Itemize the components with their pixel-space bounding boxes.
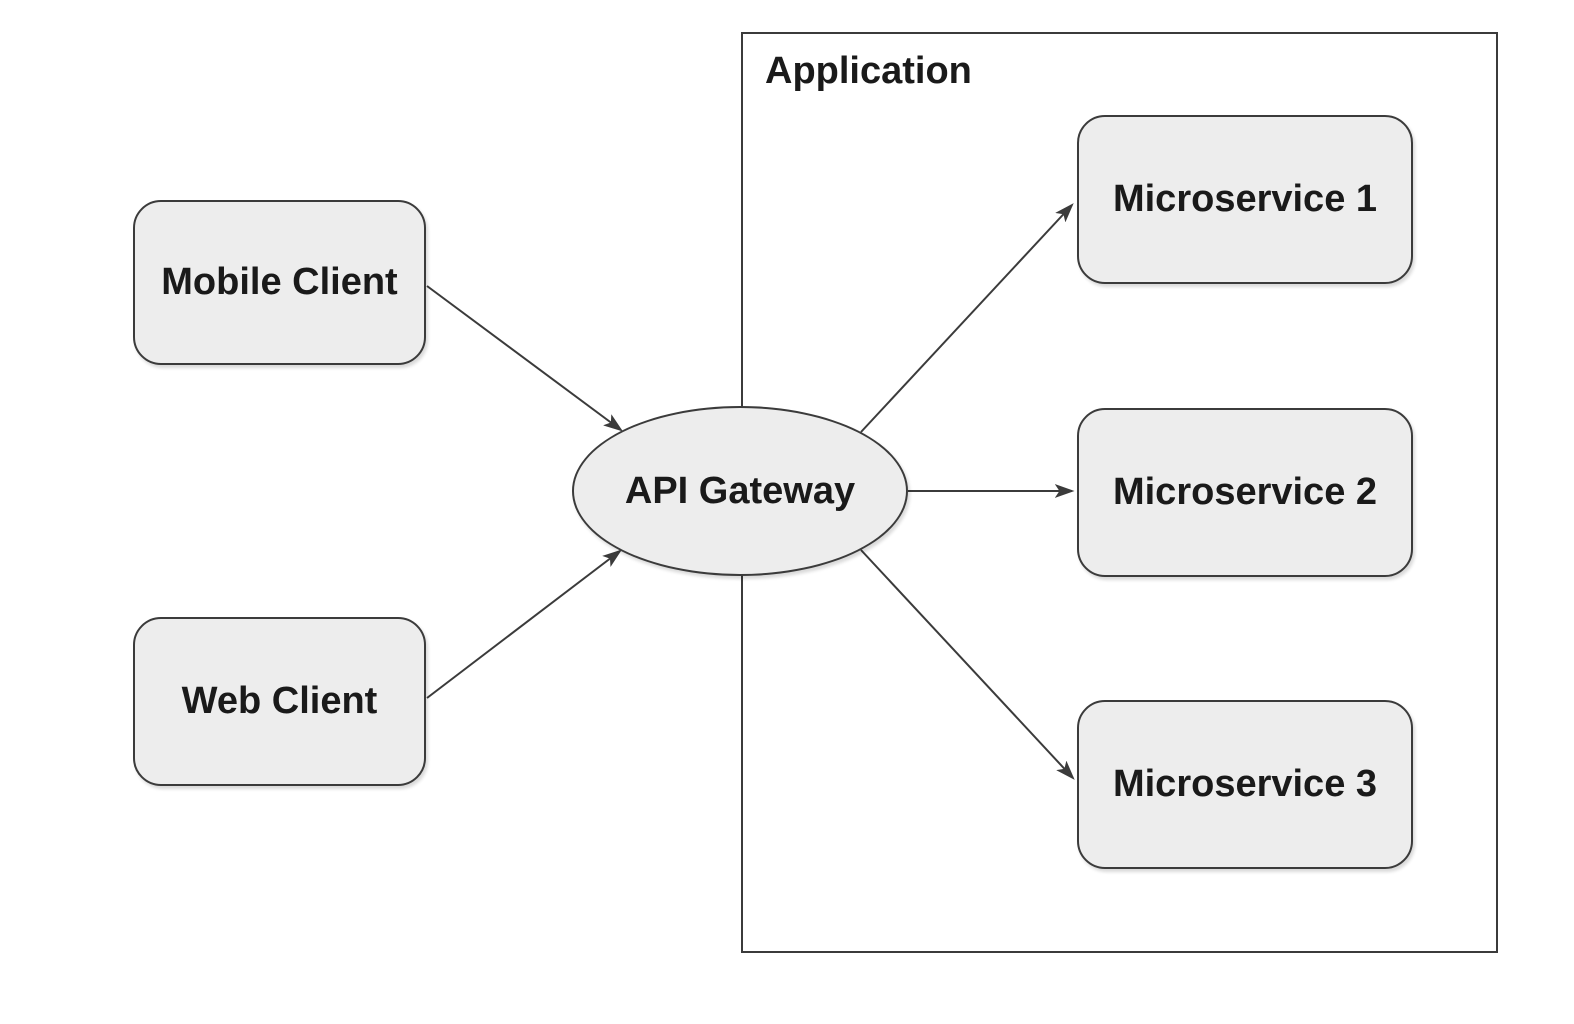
mobile-client-label: Mobile Client [161, 261, 398, 303]
web-client-label: Web Client [181, 680, 378, 722]
microservice-2-label: Microservice 2 [1112, 471, 1378, 513]
node-microservice-3: Microservice 3 [1077, 700, 1413, 869]
node-microservice-2: Microservice 2 [1077, 408, 1413, 577]
api-gateway-label: API Gateway [624, 469, 856, 512]
microservice-1-label: Microservice 1 [1112, 178, 1378, 220]
edge-web-client-to-api-gateway [426, 551, 620, 699]
microservice-3-label: Microservice 3 [1112, 763, 1378, 805]
node-mobile-client: Mobile Client [133, 200, 426, 365]
node-microservice-1: Microservice 1 [1077, 115, 1413, 284]
edge-mobile-client-to-api-gateway [426, 285, 621, 430]
node-web-client: Web Client [133, 617, 426, 786]
node-api-gateway: API Gateway [572, 406, 908, 576]
application-label: Application [765, 50, 972, 92]
